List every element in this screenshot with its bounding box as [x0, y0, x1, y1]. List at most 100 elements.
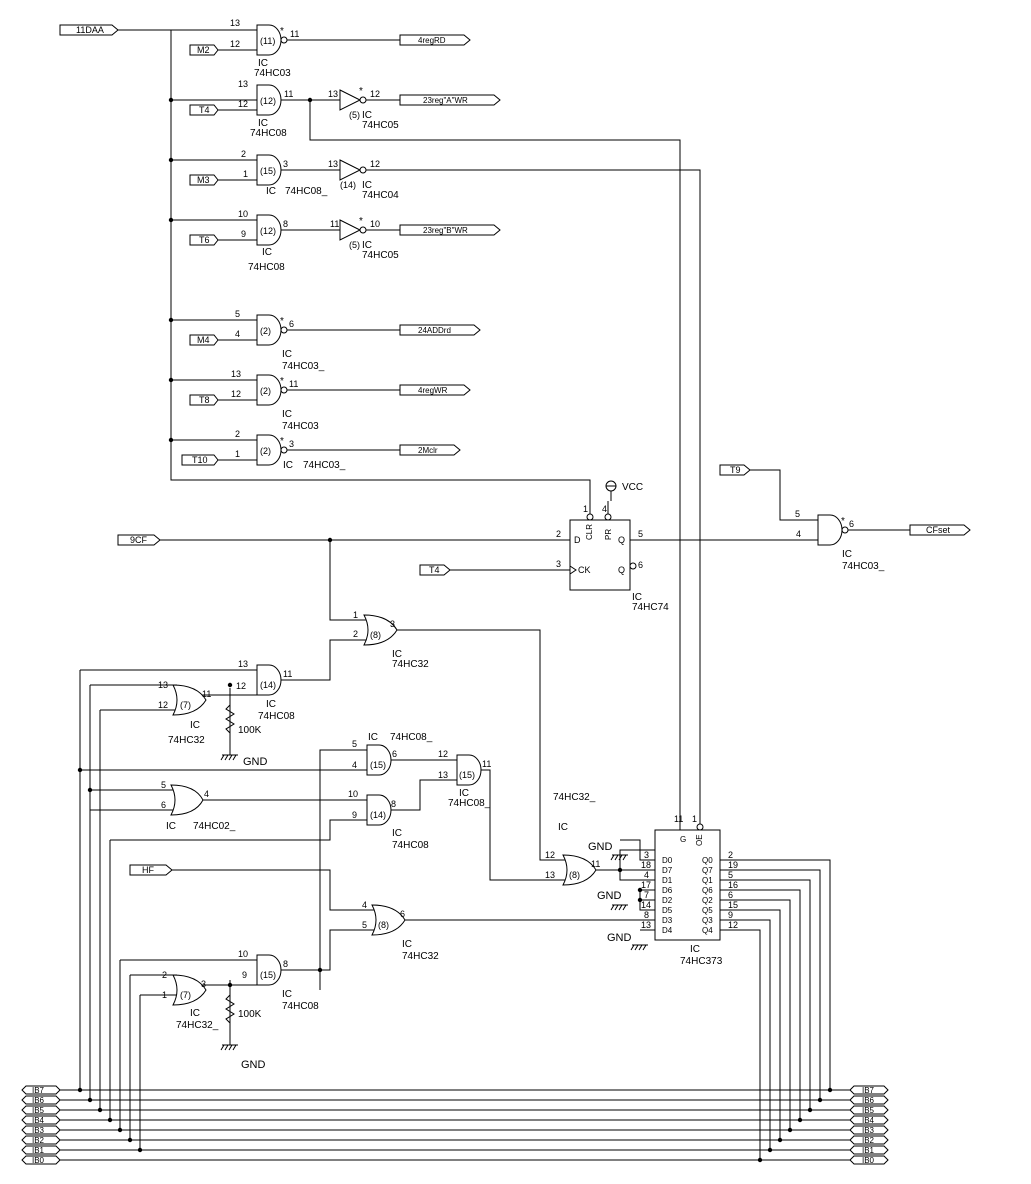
svg-text:6: 6 [728, 890, 733, 900]
svg-text:GND: GND [588, 841, 613, 853]
junction-dot [227, 982, 233, 988]
logic-gates: (11) * 13 12 11 IC 74HC03 (12) 13 12 11 … [158, 18, 885, 1031]
svg-text:IC: IC [266, 186, 276, 197]
port-4regrd: 4regRD [399, 34, 471, 46]
svg-text:19: 19 [728, 860, 738, 870]
svg-text:IC: IC [842, 549, 852, 560]
bus-flag-left [21, 1135, 61, 1145]
svg-text:(8): (8) [378, 920, 389, 930]
svg-text:6: 6 [161, 800, 166, 810]
svg-text:8: 8 [283, 219, 288, 229]
svg-text:GND: GND [597, 890, 622, 902]
svg-text:1: 1 [243, 169, 248, 179]
svg-text:PR: PR [604, 529, 613, 540]
svg-text:GND: GND [243, 756, 268, 768]
bus-label-right: IB5 [862, 1106, 875, 1115]
svg-text:3: 3 [556, 559, 561, 569]
junction-dot [767, 1147, 773, 1153]
port-4regwr: 4regWR [399, 384, 471, 396]
svg-text:(7): (7) [180, 700, 191, 710]
bus-label-right: IB0 [862, 1156, 875, 1165]
svg-text:74HC02_: 74HC02_ [193, 821, 236, 832]
junction-dot [77, 1087, 83, 1093]
svg-text:(15): (15) [459, 770, 475, 780]
bus-label-left: IB5 [32, 1106, 45, 1115]
latch-output-label: Q4 [702, 926, 713, 935]
and-gate-u15-a: (15) 2 1 3 IC 74HC08_ [241, 149, 328, 197]
svg-text:CK: CK [578, 565, 591, 575]
svg-text:4: 4 [796, 529, 801, 539]
junction-dot [137, 1147, 143, 1153]
svg-text:9: 9 [728, 910, 733, 920]
svg-text:(15): (15) [260, 166, 276, 176]
svg-text:CFset: CFset [926, 525, 951, 535]
junction-dot [127, 1137, 133, 1143]
svg-text:13: 13 [230, 18, 240, 28]
svg-text:IC: IC [459, 788, 469, 799]
svg-text:13: 13 [328, 89, 338, 99]
svg-text:T10: T10 [192, 455, 208, 465]
svg-text:12: 12 [236, 681, 246, 691]
svg-text:GND: GND [241, 1059, 266, 1071]
svg-text:IC: IC [690, 944, 700, 955]
svg-text:11: 11 [482, 759, 491, 769]
svg-text:2: 2 [241, 149, 246, 159]
svg-text:3: 3 [283, 159, 288, 169]
svg-text:74HC08: 74HC08 [258, 711, 295, 722]
junction-dot [617, 867, 623, 873]
svg-text:100K: 100K [238, 725, 262, 736]
svg-text:14: 14 [641, 900, 651, 910]
svg-text:74HC08: 74HC08 [282, 1001, 319, 1012]
svg-text:1: 1 [235, 449, 240, 459]
junction-dot [807, 1107, 813, 1113]
svg-text:7: 7 [644, 890, 649, 900]
svg-text:IC: IC [258, 118, 268, 129]
port-hf: HF [129, 864, 173, 876]
svg-text:IC: IC [283, 460, 293, 471]
svg-text:10: 10 [348, 789, 358, 799]
svg-text:(2): (2) [260, 386, 271, 396]
svg-text:74HC74: 74HC74 [632, 602, 669, 613]
svg-text:12: 12 [230, 39, 240, 49]
wires [79, 29, 910, 1160]
svg-text:9: 9 [352, 810, 357, 820]
svg-text:9: 9 [242, 970, 247, 980]
bus-flag-right [849, 1115, 889, 1125]
svg-text:74HC32: 74HC32 [392, 659, 429, 670]
bus-label-right: IB2 [862, 1136, 875, 1145]
svg-text:74HC08: 74HC08 [250, 128, 287, 139]
svg-text:9CF: 9CF [130, 535, 148, 545]
svg-text:15: 15 [728, 900, 738, 910]
svg-text:74HC05: 74HC05 [362, 120, 399, 131]
latch-output-label: Q0 [702, 856, 713, 865]
svg-text:3: 3 [390, 619, 395, 629]
svg-text:*: * [841, 516, 845, 527]
svg-text:8: 8 [391, 799, 396, 809]
nor-gate-hc02: 5 6 4 IC 74HC02_ [161, 780, 236, 832]
svg-text:6: 6 [289, 319, 294, 329]
svg-text:OE: OE [695, 834, 704, 846]
and-gate-u12-a: (12) 13 12 11 IC 74HC08 [238, 79, 293, 139]
svg-text:5: 5 [638, 529, 643, 539]
svg-text:IC: IC [258, 58, 268, 69]
svg-text:74HC08: 74HC08 [392, 840, 429, 851]
svg-text:IC: IC [190, 720, 200, 731]
svg-text:10: 10 [238, 209, 248, 219]
svg-text:10: 10 [238, 949, 248, 959]
bus-flag-left [21, 1115, 61, 1125]
junction-dot [77, 767, 83, 773]
svg-text:2: 2 [235, 429, 240, 439]
svg-text:(12): (12) [260, 226, 276, 236]
svg-text:Q: Q [618, 565, 625, 575]
svg-text:2: 2 [353, 629, 358, 639]
junction-dot [168, 157, 174, 163]
svg-text:(15): (15) [370, 760, 386, 770]
svg-text:3: 3 [644, 850, 649, 860]
svg-text:12: 12 [158, 700, 168, 710]
bus-label-right: IB1 [862, 1146, 875, 1155]
svg-text:D: D [574, 535, 581, 545]
